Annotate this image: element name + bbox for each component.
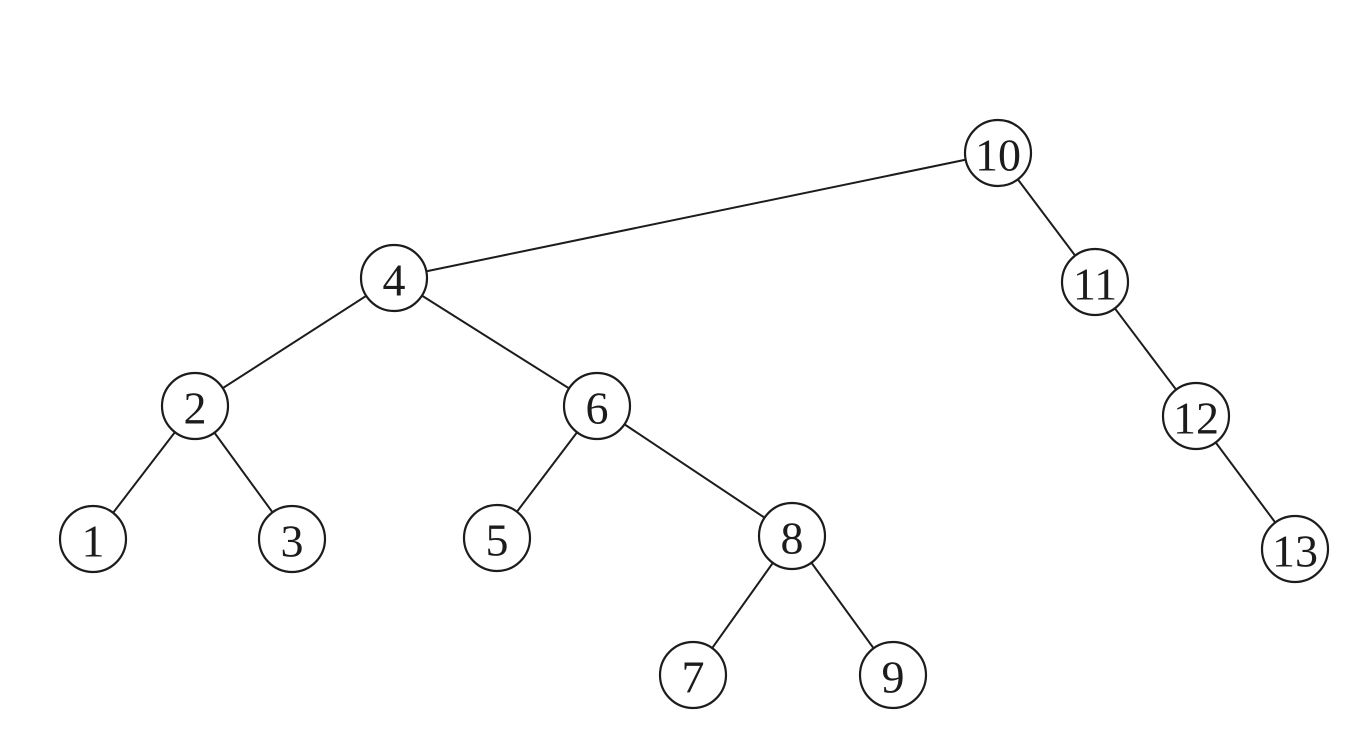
tree-node-circle-7 <box>658 640 728 710</box>
tree-node-circle-6 <box>562 371 632 441</box>
tree-node-label-11: 11 <box>1073 258 1117 309</box>
tree-node-circle-10 <box>963 118 1033 188</box>
tree-node-label-5: 5 <box>486 514 509 565</box>
tree-node-circle-4 <box>359 243 429 313</box>
tree-node-8: 8 <box>757 501 827 571</box>
tree-node-label-1: 1 <box>82 515 105 566</box>
tree-node-3: 3 <box>257 504 327 574</box>
tree-node-2: 2 <box>160 371 230 441</box>
tree-node-9: 9 <box>858 640 928 710</box>
tree-node-1: 1 <box>58 504 128 574</box>
tree-node-circle-13 <box>1260 514 1330 584</box>
tree-node-6: 6 <box>562 371 632 441</box>
tree-node-label-7: 7 <box>682 651 705 702</box>
tree-node-13: 13 <box>1260 514 1330 584</box>
tree-edge-4-6 <box>393 277 598 407</box>
tree-node-label-12: 12 <box>1173 392 1219 443</box>
tree-node-label-6: 6 <box>586 382 609 433</box>
tree-edge-4-2 <box>194 277 395 407</box>
tree-node-label-8: 8 <box>781 512 804 563</box>
tree-node-label-13: 13 <box>1272 525 1318 576</box>
tree-edges-layer <box>92 152 1296 676</box>
tree-node-label-4: 4 <box>383 254 406 305</box>
tree-node-circle-2 <box>160 371 230 441</box>
tree-node-label-10: 10 <box>975 129 1021 180</box>
tree-edge-6-8 <box>596 405 793 537</box>
tree-node-circle-1 <box>58 504 128 574</box>
tree-edge-10-4 <box>393 152 999 279</box>
tree-node-circle-12 <box>1161 381 1231 451</box>
tree-node-label-3: 3 <box>281 515 304 566</box>
tree-node-circle-9 <box>858 640 928 710</box>
tree-node-label-2: 2 <box>184 382 207 433</box>
tree-node-11: 11 <box>1060 247 1130 317</box>
tree-node-7: 7 <box>658 640 728 710</box>
tree-node-12: 12 <box>1161 381 1231 451</box>
tree-node-circle-5 <box>462 503 532 573</box>
tree-node-circle-3 <box>257 504 327 574</box>
tree-node-circle-11 <box>1060 247 1130 317</box>
tree-node-circle-8 <box>757 501 827 571</box>
tree-node-5: 5 <box>462 503 532 573</box>
tree-node-4: 4 <box>359 243 429 313</box>
tree-node-10: 10 <box>963 118 1033 188</box>
tree-node-label-9: 9 <box>882 651 905 702</box>
